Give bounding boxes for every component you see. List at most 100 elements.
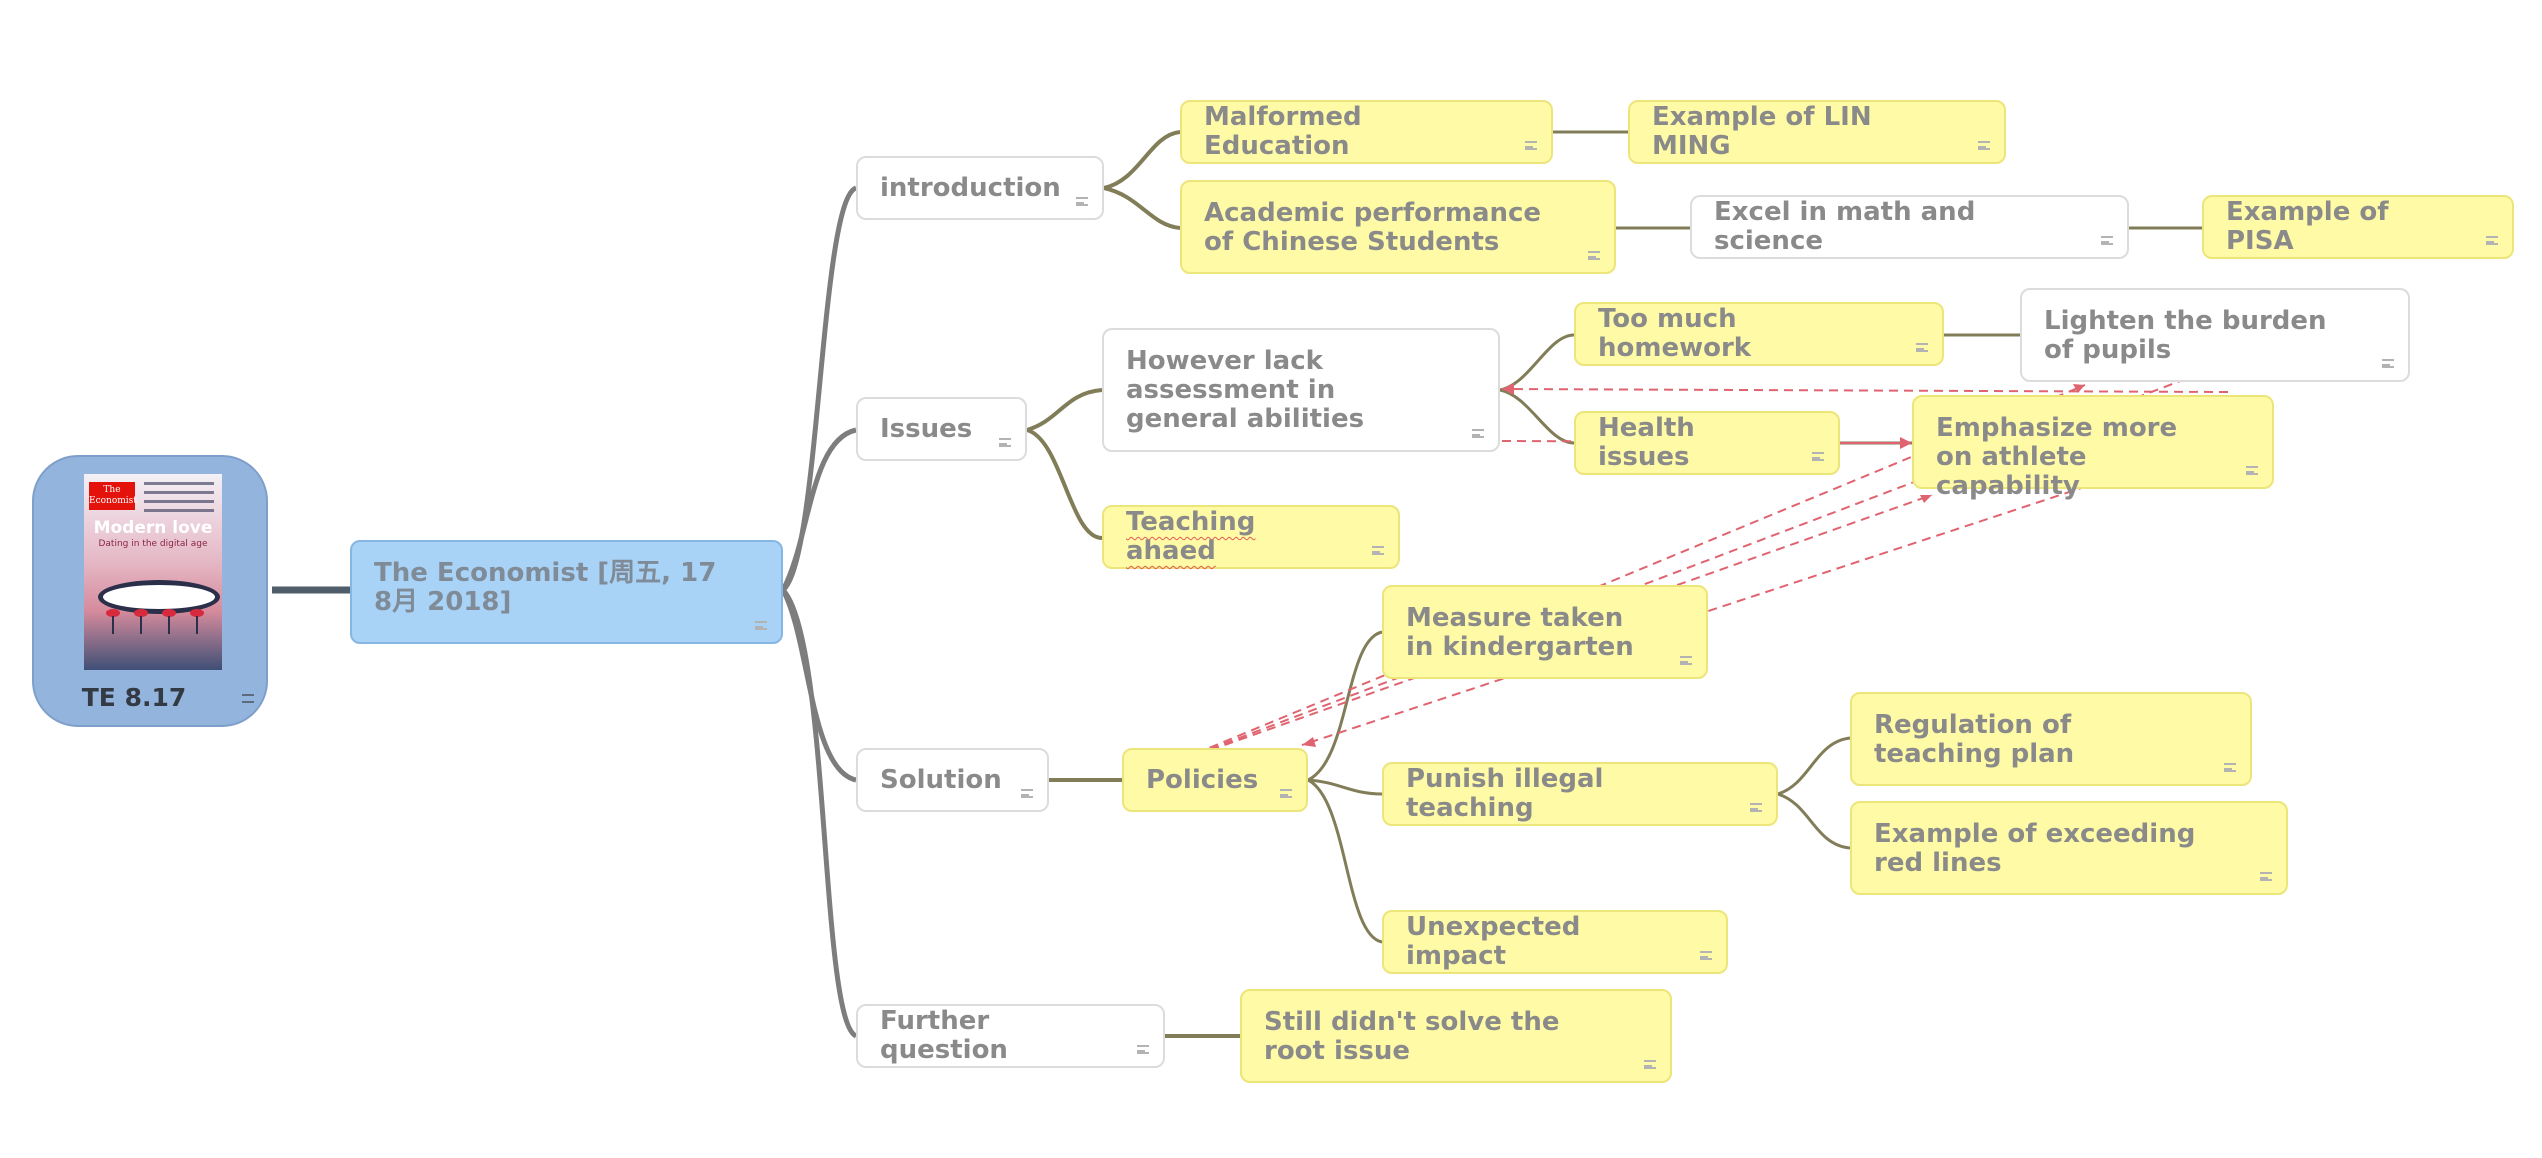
topic-root-issue[interactable]: Still didn't solve the root issue bbox=[1240, 989, 1672, 1083]
topic-label: Further question bbox=[880, 1006, 1008, 1065]
topic-issues[interactable]: Issues bbox=[856, 397, 1027, 461]
topic-unexpected-impact[interactable]: Unexpected impact bbox=[1382, 910, 1728, 974]
note-icon[interactable] bbox=[1137, 1045, 1149, 1054]
topic-label: Policies bbox=[1146, 764, 1259, 795]
note-icon[interactable] bbox=[1812, 452, 1824, 461]
topic-label: However lack assessment in general abili… bbox=[1126, 346, 1365, 434]
topic-label: Unexpected impact bbox=[1406, 912, 1581, 971]
topic-label: introduction bbox=[880, 172, 1061, 203]
economist-logo: The Economist bbox=[89, 482, 137, 510]
sub-connector bbox=[1103, 130, 1181, 190]
branch-connector bbox=[781, 185, 858, 592]
topic-example-red-lines[interactable]: Example of exceeding red lines bbox=[1850, 801, 2288, 895]
note-icon[interactable] bbox=[1525, 141, 1537, 150]
magazine-cover-image: The Economist Modern love Dating in the … bbox=[84, 474, 222, 670]
topic-label: Example of exceeding red lines bbox=[1874, 819, 2196, 878]
topic-label: Teaching ahaed bbox=[1126, 507, 1256, 566]
topic-academic-performance[interactable]: Academic performance of Chinese Students bbox=[1180, 180, 1616, 274]
note-icon[interactable] bbox=[2260, 872, 2272, 881]
note-icon[interactable] bbox=[242, 694, 254, 703]
note-icon[interactable] bbox=[2486, 236, 2498, 245]
note-icon[interactable] bbox=[1680, 656, 1692, 665]
cover-subheadline: Dating in the digital age bbox=[98, 539, 208, 549]
branch-connector bbox=[780, 427, 857, 592]
note-icon[interactable] bbox=[1916, 343, 1928, 352]
note-icon[interactable] bbox=[1700, 951, 1712, 960]
sub-connector bbox=[1777, 736, 1851, 796]
sub-connector bbox=[1103, 186, 1181, 230]
arrowhead bbox=[1302, 737, 1316, 747]
topic-lack-assessment[interactable]: However lack assessment in general abili… bbox=[1102, 328, 1500, 452]
cover-stool bbox=[162, 609, 176, 634]
topic-too-much-homework[interactable]: Too much homework bbox=[1574, 302, 1944, 366]
topic-solution[interactable]: Solution bbox=[856, 748, 1049, 812]
arrowhead bbox=[2073, 384, 2085, 393]
relationship-line bbox=[1501, 388, 2229, 393]
note-icon[interactable] bbox=[2224, 763, 2236, 772]
note-icon[interactable] bbox=[1472, 429, 1484, 438]
topic-lighten-burden[interactable]: Lighten the burden of pupils bbox=[2020, 288, 2410, 382]
note-icon[interactable] bbox=[1750, 803, 1762, 812]
sub-connector bbox=[1307, 630, 1383, 782]
relationship-arrowheads bbox=[1302, 383, 2085, 747]
topic-health-issues[interactable]: Health issues bbox=[1574, 411, 1840, 475]
note-icon[interactable] bbox=[999, 438, 1011, 447]
cover-teaser-lines bbox=[144, 482, 214, 518]
branch-connector bbox=[781, 588, 858, 1039]
note-icon[interactable] bbox=[1978, 141, 1990, 150]
root-label: TE 8.17 bbox=[81, 683, 187, 712]
topic-label: Excel in math and science bbox=[1714, 197, 1976, 256]
topic-label: Lighten the burden of pupils bbox=[2044, 306, 2327, 365]
topic-label: Still didn't solve the root issue bbox=[1264, 1007, 1560, 1066]
sub-connector bbox=[1307, 778, 1383, 944]
topic-excel-math-science[interactable]: Excel in math and science bbox=[1690, 195, 2129, 259]
note-icon[interactable] bbox=[1021, 789, 1033, 798]
topic-label: Measure taken in kindergarten bbox=[1406, 603, 1634, 662]
note-icon[interactable] bbox=[1588, 251, 1600, 260]
root-topic[interactable]: The Economist Modern love Dating in the … bbox=[32, 455, 268, 727]
topic-regulation-teaching[interactable]: Regulation of teaching plan bbox=[1850, 692, 2252, 786]
sub-connector bbox=[1026, 388, 1103, 432]
note-icon[interactable] bbox=[1372, 546, 1384, 555]
sub-connector bbox=[1307, 778, 1383, 796]
topic-label: Too much homework bbox=[1598, 304, 1752, 363]
note-icon[interactable] bbox=[2382, 359, 2394, 368]
sub-connector bbox=[1499, 388, 1575, 445]
topic-label: Malformed Education bbox=[1204, 102, 1362, 161]
topic-further-question[interactable]: Further question bbox=[856, 1004, 1165, 1068]
topic-punish-illegal[interactable]: Punish illegal teaching bbox=[1382, 762, 1778, 826]
topic-label: Health issues bbox=[1598, 413, 1695, 472]
cover-stool bbox=[106, 609, 120, 634]
arrowhead bbox=[1502, 383, 1514, 395]
topic-label: Regulation of teaching plan bbox=[1874, 710, 2075, 769]
topic-malformed-education[interactable]: Malformed Education bbox=[1180, 100, 1553, 164]
note-icon[interactable] bbox=[2101, 236, 2113, 245]
sub-connector bbox=[1777, 792, 1851, 850]
topic-label: Emphasize more on athlete capability bbox=[1936, 413, 2178, 501]
topic-label: Example of PISA bbox=[2226, 197, 2389, 256]
topic-example-lin-ming[interactable]: Example of LIN MING bbox=[1628, 100, 2006, 164]
topic-label: Punish illegal teaching bbox=[1406, 764, 1604, 823]
note-icon[interactable] bbox=[1644, 1060, 1656, 1069]
note-icon[interactable] bbox=[2246, 466, 2258, 475]
topic-label: Example of LIN MING bbox=[1652, 102, 1872, 161]
cover-pool-illustration bbox=[98, 580, 220, 614]
topic-label: Academic performance of Chinese Students bbox=[1204, 198, 1542, 257]
topic-policies[interactable]: Policies bbox=[1122, 748, 1308, 812]
note-icon[interactable] bbox=[1280, 789, 1292, 798]
relationship-line bbox=[1301, 471, 2131, 746]
cover-headline: Modern love bbox=[93, 518, 213, 538]
topic-emphasize-athlete[interactable]: Emphasize more on athlete capability bbox=[1912, 395, 2274, 501]
note-icon[interactable] bbox=[1076, 197, 1088, 206]
topic-teaching-ahaed[interactable]: Teaching ahaed bbox=[1102, 505, 1400, 569]
topic-label: Solution bbox=[880, 764, 1002, 795]
topic-introduction[interactable]: introduction bbox=[856, 156, 1104, 220]
sub-connector bbox=[1026, 428, 1103, 540]
topic-measure-kindergarten[interactable]: Measure taken in kindergarten bbox=[1382, 585, 1708, 679]
sub-connector bbox=[1499, 333, 1575, 392]
topic-example-pisa[interactable]: Example of PISA bbox=[2202, 195, 2514, 259]
main-topic[interactable]: The Economist [周五, 17 8月 2018] bbox=[350, 540, 783, 644]
note-icon[interactable] bbox=[755, 621, 767, 630]
